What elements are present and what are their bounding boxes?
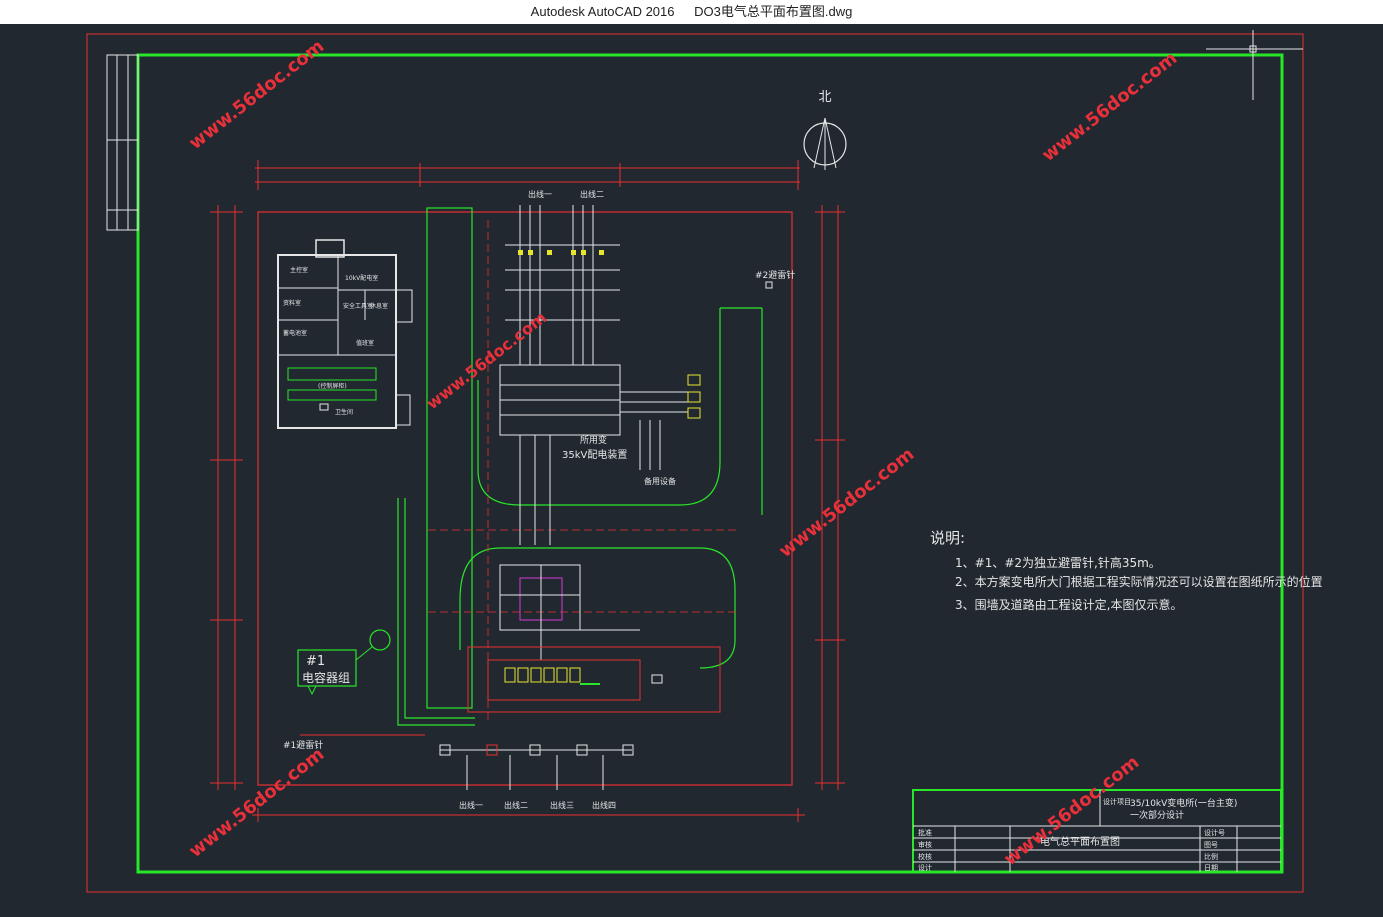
title-left-row-4: 设计 [918, 863, 932, 872]
app-title: Autodesk AutoCAD 2016 [530, 4, 675, 19]
room-toilet: 卫生间 [335, 408, 353, 416]
outgoing-line-structure [439, 744, 634, 790]
notes-heading: 说明: [930, 529, 965, 547]
road-network [397, 207, 763, 726]
watermark: www.56doc.com [775, 444, 918, 562]
incoming-line-1-label: 出线一 [528, 189, 552, 199]
title-project-line-1: 35/10kV变电所(一台主变) [1130, 797, 1237, 809]
outgoing-line-3-label: 出线三 [550, 800, 574, 810]
title-left-row-1: 批准 [918, 828, 932, 837]
inner-frame-border [136, 53, 1284, 874]
north-label: 北 [818, 90, 831, 105]
station-transformer-label: 所用变 [580, 434, 607, 446]
cad-drawing: 北 [86, 30, 1323, 893]
file-name: DO3电气总平面布置图.dwg [694, 4, 853, 19]
title-drawing-name: 电气总平面布置图 [1040, 835, 1120, 848]
lightning-rod-2-label: #2避雷针 [755, 269, 795, 281]
cursor-crosshair [1206, 30, 1303, 100]
outgoing-line-4-label: 出线四 [592, 800, 616, 810]
title-right-row-2: 图号 [1204, 841, 1218, 849]
watermark: www.56doc.com [1038, 48, 1181, 166]
title-left-row-3: 校核 [918, 852, 932, 861]
room-duty: 值班室 [356, 339, 374, 347]
outer-sheet-border [86, 33, 1304, 893]
outgoing-line-2-label: 出线二 [504, 800, 528, 810]
capacitor-label: 电容器组 [302, 670, 350, 685]
north-arrow: 北 [803, 90, 847, 170]
capacitor-bank [297, 629, 391, 696]
room-main-control: 主控室 [290, 266, 308, 274]
incoming-line-2-label: 出线二 [580, 189, 604, 199]
title-right-row-4: 日期 [1204, 864, 1218, 872]
switchgear-35kv-label: 35kV配电装置 [562, 448, 627, 461]
room-tools: 安全工具室 [343, 302, 373, 310]
note-item-2: 2、本方案变电所大门根据工程实际情况还可以设置在图纸所示的位置 [955, 574, 1323, 589]
capacitor-id: #1 [306, 654, 325, 669]
side-stamp-table [106, 54, 139, 231]
watermark: www.56doc.com [423, 308, 550, 413]
drawing-canvas[interactable]: 北 [0, 24, 1383, 913]
room-10kv: 10kV配电室 [345, 274, 378, 282]
dimension-lines [210, 160, 845, 822]
room-rest: 休息室 [370, 302, 388, 310]
building-panel-label: (控制屏柜) [318, 382, 347, 390]
window-title-bar: Autodesk AutoCAD 2016 DO3电气总平面布置图.dwg [0, 0, 1383, 24]
room-archive: 资料室 [283, 299, 301, 307]
reserve-equipment-label: 备用设备 [644, 476, 676, 486]
site-fence [257, 211, 793, 786]
room-battery: 蓄电池室 [283, 329, 307, 337]
switchgear-10kv [467, 646, 721, 713]
lightning-rod-2 [765, 281, 773, 289]
switchgear-35kv [499, 205, 701, 545]
watermark: www.56doc.com [185, 36, 328, 154]
title-block [912, 789, 1282, 873]
note-item-3: 3、围墙及道路由工程设计定,本图仅示意。 [955, 597, 1182, 612]
watermark: www.56doc.com [1000, 752, 1143, 870]
title-project-label: 设计项目 [1103, 797, 1131, 806]
title-left-row-2: 审核 [918, 840, 932, 849]
watermark: www.56doc.com [185, 744, 328, 862]
main-transformer [499, 564, 640, 660]
lightning-rod-1-label: #1避雷针 [283, 739, 323, 751]
title-right-row-1: 设计号 [1204, 828, 1225, 837]
outgoing-line-1-label: 出线一 [459, 800, 483, 810]
title-right-row-3: 比例 [1204, 852, 1218, 861]
note-item-1: 1、#1、#2为独立避雷针,针高35m。 [955, 555, 1161, 570]
center-lines [428, 220, 740, 720]
title-project-line-2: 一次部分设计 [1130, 809, 1184, 821]
control-building [277, 239, 413, 429]
